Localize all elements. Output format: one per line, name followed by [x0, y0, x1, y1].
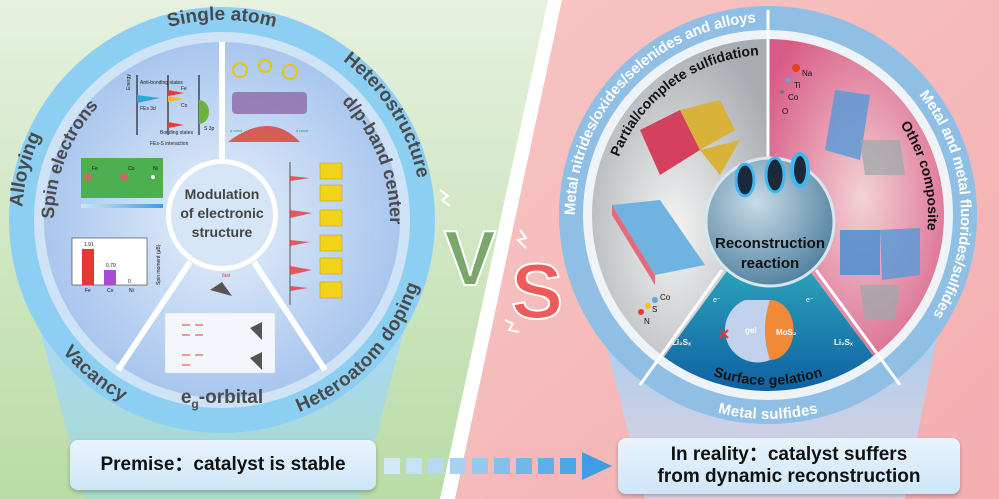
spin-moment-axis-label: Spin moment (μB)	[156, 244, 162, 285]
anti-bonding-label: Anti-bonding states	[140, 80, 183, 86]
mos2-sphere	[765, 300, 794, 360]
dashed-arrow	[384, 452, 612, 480]
sector-composite	[768, 39, 944, 365]
right-wheel: Co S N Na Ti Co O gel MoS₂ Li₂Sₓ Li₂Sₓ	[559, 6, 977, 424]
interaction-label: FEs-S interaction	[150, 141, 189, 147]
heterostructure-figure: p band d band	[228, 59, 343, 305]
center-line-1: Reconstruction	[715, 235, 825, 252]
bar-co	[104, 270, 116, 285]
center-line-2: of electronic	[180, 205, 263, 221]
sulfidation-illustration: Co S N	[612, 100, 740, 326]
axis-fe: Fe	[85, 288, 91, 294]
li2sx-right-label: Li₂Sₓ	[834, 338, 853, 347]
bonding-label: Bonding states	[160, 130, 194, 136]
electron-left-label: e⁻	[713, 297, 721, 304]
ring-icon	[764, 156, 786, 194]
divider	[814, 269, 902, 386]
bonding-diagram: Energy Anti-bonding states FEs 3d Fe Co …	[126, 74, 215, 147]
label-eg-orbital: eg-orbital	[181, 387, 263, 411]
map-fe-label: Fe	[92, 166, 98, 172]
bar-fe-value: 1.91	[84, 242, 94, 248]
electron-right-label: e⁻	[806, 297, 814, 304]
map-ni-label: Ni	[153, 166, 158, 172]
legend-ti: Ti	[794, 81, 801, 90]
bar-co-value: 0.79	[106, 263, 116, 269]
legend-co-composite: Co	[788, 93, 799, 102]
premise-box: Premise：catalyst is stable	[70, 440, 376, 490]
gel-shell	[725, 300, 770, 363]
arrowhead-icon	[582, 452, 612, 480]
blocked-x-icon	[719, 329, 729, 339]
spark-icon	[516, 229, 528, 249]
composite-illustration: Na Ti Co O	[780, 64, 920, 320]
divider	[638, 269, 724, 386]
divider	[115, 260, 193, 372]
legend-na: Na	[802, 69, 813, 78]
left-wheel: Energy Anti-bonding states FEs 3d Fe Co …	[6, 4, 435, 433]
mos2-label: MoS₂	[776, 328, 797, 337]
legend-n: N	[644, 317, 650, 326]
center-line-3: structure	[192, 224, 253, 240]
gel-label: gel	[745, 326, 757, 335]
ring-icon	[790, 152, 810, 188]
center-line-1: Modulation	[185, 186, 260, 202]
spark-icon	[439, 189, 451, 207]
spark-icon	[504, 319, 520, 333]
axis-ni: Ni	[129, 288, 134, 294]
ring-icon	[734, 162, 756, 198]
reality-line-2: from dynamic reconstruction	[657, 466, 921, 487]
energy-label: Energy	[126, 74, 132, 90]
reality-line-1: In reality：catalyst suffers	[670, 444, 908, 465]
left-center-disc	[171, 164, 273, 266]
fe-label: Fe	[181, 86, 187, 92]
p-band-label: p band	[230, 128, 242, 133]
gelation-illustration: gel MoS₂ Li₂Sₓ Li₂Sₓ e⁻ e⁻	[672, 297, 853, 363]
bar-ni-value: 0	[128, 279, 131, 285]
spin-moment-chart: 1.91 0.79 0 Fe Co Ni Spin moment (μB)	[71, 237, 162, 294]
premise-text: Premise：catalyst is stable	[100, 454, 346, 475]
li2sx-left-label: Li₂Sₓ	[672, 338, 691, 347]
letter-s: S	[511, 247, 563, 335]
s3p-label: S 3p	[204, 126, 215, 132]
reality-box: In reality：catalyst suffers from dynamic…	[618, 438, 960, 494]
legend-s: S	[652, 305, 657, 314]
fast-label: fast	[222, 273, 231, 279]
bar-fe	[82, 249, 94, 285]
versus: V S	[439, 189, 564, 336]
fes-3d-label: FEs 3d	[140, 106, 156, 112]
d-band-label: d band	[296, 128, 308, 133]
map-co-label: Co	[128, 166, 135, 172]
letter-v: V	[444, 214, 496, 302]
left-center-title: Modulation of electronic structure	[180, 186, 263, 240]
legend-o: O	[782, 107, 788, 116]
co-label: Co	[181, 103, 188, 109]
right-center-title: Reconstruction reaction	[715, 235, 825, 272]
spin-density-map: Fe Co Ni	[81, 158, 163, 208]
center-line-2: reaction	[741, 255, 799, 272]
eg-orbital-figure: fast	[164, 273, 276, 374]
label-metal-sulfides: Metal sulfides	[717, 400, 820, 423]
legend-co: Co	[660, 293, 671, 302]
divider	[251, 260, 328, 372]
axis-co: Co	[107, 288, 114, 294]
